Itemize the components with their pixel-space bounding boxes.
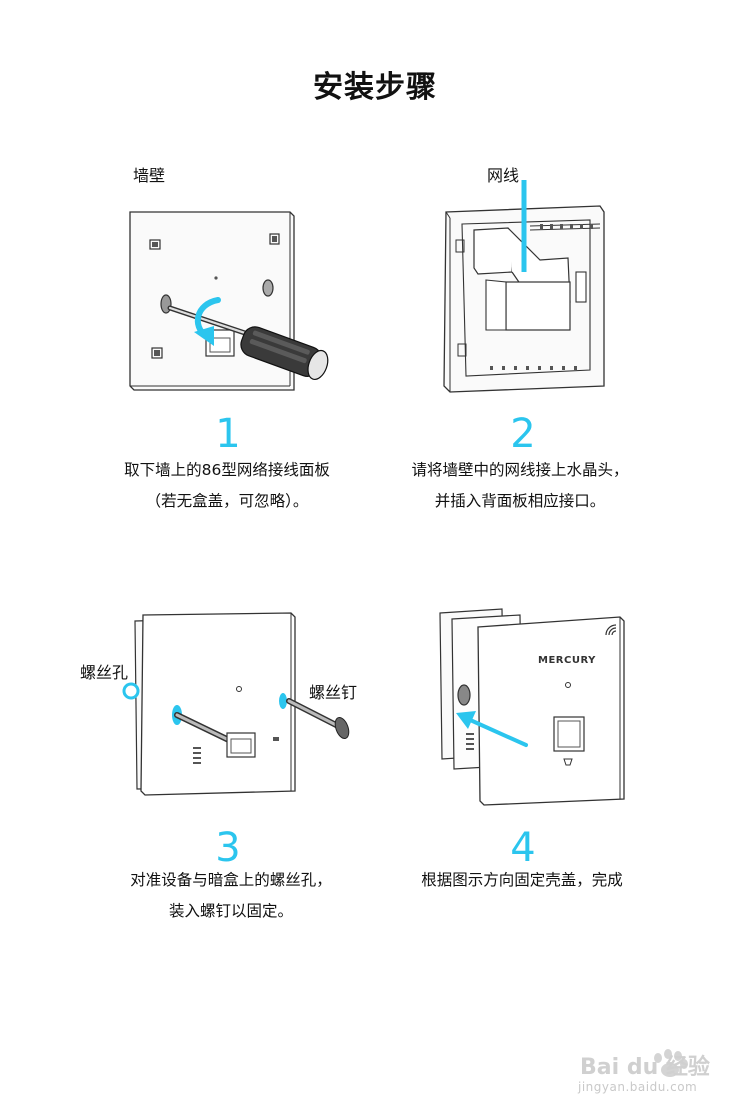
wall-label: 墙壁 <box>133 166 166 185</box>
screw-label: 螺丝钉 <box>309 683 358 702</box>
step3-illustration <box>122 612 350 796</box>
step4-caption-line1: 根据图示方向固定壳盖，完成 <box>421 871 623 889</box>
baidu-jingyan-watermark: Bai du 经验 <box>580 1049 710 1080</box>
step2-caption-line1: 请将墙壁中的网线接上水晶头， <box>411 461 629 479</box>
step2-number: 2 <box>510 411 536 457</box>
step3-number: 3 <box>215 825 241 871</box>
watermark-url: jingyan.baidu.com <box>578 1080 698 1094</box>
watermark-logo: Bai du 经验 <box>580 1054 710 1080</box>
step1-caption: 取下墙上的86型网络接线面板 （若无盒盖，可忽略）。 <box>62 455 392 517</box>
step4-caption: 根据图示方向固定壳盖，完成 <box>357 865 687 896</box>
step2-illustration <box>443 180 605 393</box>
step3-caption-line2: 装入螺钉以固定。 <box>168 902 293 920</box>
step1-caption-line1: 取下墙上的86型网络接线面板 <box>124 461 330 479</box>
device-logo: MERCURY <box>538 655 596 666</box>
step3-caption-line1: 对准设备与暗盒上的螺丝孔， <box>130 871 332 889</box>
step2-caption: 请将墙壁中的网线接上水晶头， 并插入背面板相应接口。 <box>355 455 685 517</box>
page-title: 安装步骤 <box>313 70 437 105</box>
step1-illustration <box>129 211 329 391</box>
step4-illustration: MERCURY <box>439 608 625 806</box>
screw-hole-label: 螺丝孔 <box>80 663 129 682</box>
step1-number: 1 <box>215 411 241 457</box>
cable-label: 网线 <box>487 166 520 185</box>
step4-number: 4 <box>510 825 536 871</box>
step3-caption: 对准设备与暗盒上的螺丝孔， 装入螺钉以固定。 <box>66 865 396 927</box>
step2-caption-line2: 并插入背面板相应接口。 <box>434 492 606 510</box>
wifi-icon <box>605 624 617 636</box>
step1-caption-line2: （若无盒盖，可忽略）。 <box>145 492 309 510</box>
